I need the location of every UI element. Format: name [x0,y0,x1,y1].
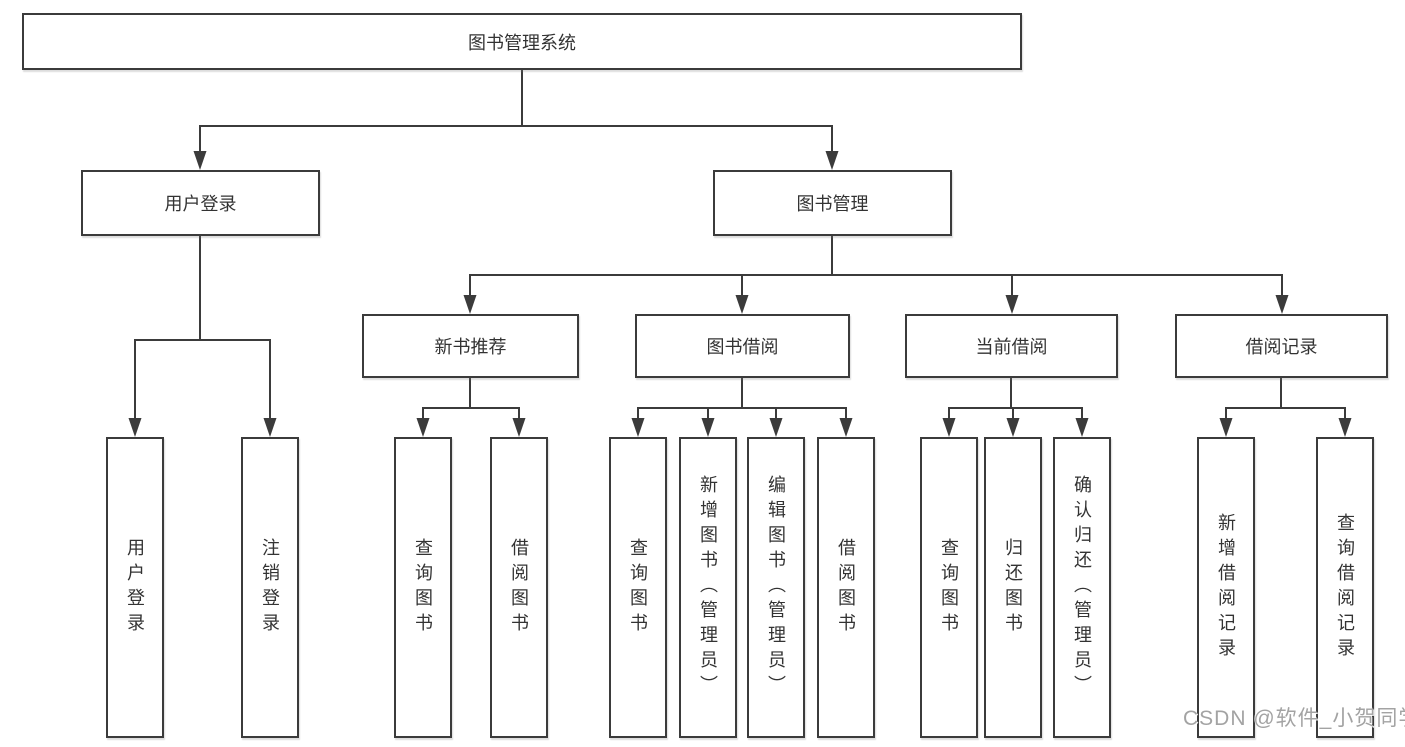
connector-userlogin-to-leaves [128,236,277,437]
node-user-login-label: 用户登录 [164,194,237,214]
connector-bookborrow-to-leaves [631,378,853,437]
node-root-system: 图书管理系统 [22,13,1022,70]
leaf-query-book-current: 查询图书 [920,437,978,738]
node-root-label: 图书管理系统 [468,32,576,53]
leaf-borrow-book-recommend: 借阅图书 [490,437,548,738]
leaf-confirm-return-admin-label: 确认归还（管理员） [1072,475,1092,700]
node-book-management-label: 图书管理 [796,194,869,214]
node-book-borrow: 图书借阅 [635,314,850,378]
leaf-query-borrow-record: 查询借阅记录 [1316,437,1374,738]
leaf-query-book-current-label: 查询图书 [939,537,959,638]
csdn-watermark: CSDN @软件_小贺同学 [1183,707,1405,730]
leaf-user-login: 用户登录 [106,437,164,738]
leaf-query-book-recommend: 查询图书 [394,437,452,738]
leaf-return-book-label: 归还图书 [1003,537,1023,638]
leaf-edit-book-admin: 编辑图书（管理员） [747,437,805,738]
leaf-add-borrow-record-label: 新增借阅记录 [1216,512,1236,663]
node-borrow-records-label: 借阅记录 [1245,337,1318,357]
leaf-add-book-admin-label: 新增图书（管理员） [698,475,718,700]
connector-borrowrecords-to-leaves [1219,378,1352,437]
leaf-query-book-borrow-label: 查询图书 [628,537,648,638]
node-new-book-recommend-label: 新书推荐 [434,337,507,357]
node-user-login: 用户登录 [81,170,320,236]
leaf-add-borrow-record: 新增借阅记录 [1197,437,1255,738]
leaf-add-book-admin: 新增图书（管理员） [679,437,737,738]
leaf-edit-book-admin-label: 编辑图书（管理员） [766,475,786,700]
connector-bookmgmt-to-level3 [463,236,1289,314]
leaf-return-book: 归还图书 [984,437,1042,738]
leaf-logout: 注销登录 [241,437,299,738]
leaf-confirm-return-admin: 确认归还（管理员） [1053,437,1111,738]
leaf-borrow-book-borrow-label: 借阅图书 [836,537,856,638]
leaf-user-login-label: 用户登录 [125,537,145,638]
node-book-borrow-label: 图书借阅 [706,337,779,357]
node-borrow-records: 借阅记录 [1175,314,1388,378]
leaf-query-book-borrow: 查询图书 [609,437,667,738]
node-book-management: 图书管理 [713,170,952,236]
leaf-borrow-book-recommend-label: 借阅图书 [509,537,529,638]
connector-newbookrec-to-leaves [416,378,526,437]
leaf-query-borrow-record-label: 查询借阅记录 [1335,512,1355,663]
connector-root-to-level2 [193,70,839,170]
leaf-logout-label: 注销登录 [260,537,280,638]
node-new-book-recommend: 新书推荐 [362,314,579,378]
leaf-query-book-recommend-label: 查询图书 [413,537,433,638]
node-current-borrow-label: 当前借阅 [975,337,1048,357]
leaf-borrow-book-borrow: 借阅图书 [817,437,875,738]
node-current-borrow: 当前借阅 [905,314,1118,378]
connector-currentborrow-to-leaves [942,378,1089,437]
